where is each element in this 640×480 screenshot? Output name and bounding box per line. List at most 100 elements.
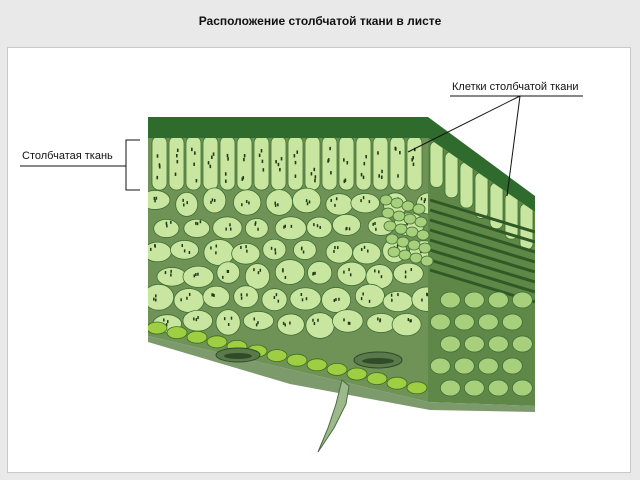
spongy-cell-side [463, 379, 485, 397]
spongy-cell [306, 216, 333, 239]
chloroplast [166, 320, 169, 324]
palisade-cut-stripe [429, 218, 535, 254]
chloroplast [390, 293, 393, 297]
chloroplast [423, 200, 426, 204]
spongy-cell [392, 262, 424, 285]
chloroplast [306, 202, 309, 206]
chloroplast [335, 298, 337, 302]
chloroplast [360, 297, 363, 301]
palisade-cell [168, 138, 185, 191]
spongy-cell [244, 263, 271, 290]
cells-side [429, 140, 535, 397]
chloroplast [375, 227, 377, 231]
chloroplast [193, 274, 196, 278]
chloroplast [211, 198, 214, 202]
spongy-cell [262, 238, 287, 261]
spongy-cell [183, 218, 211, 238]
chloroplast [150, 247, 152, 251]
chloroplast [225, 179, 227, 183]
spongy-cell [289, 287, 322, 311]
palisade-cell [253, 138, 270, 191]
chloroplast [241, 177, 244, 181]
spongy-cell-side [487, 291, 509, 309]
chloroplast [317, 318, 319, 322]
spongy-cell [148, 241, 172, 263]
chloroplast [410, 319, 412, 323]
chloroplast [365, 154, 367, 159]
chloroplast [394, 146, 397, 151]
chloroplast [413, 147, 416, 152]
chloroplast [360, 247, 363, 251]
chloroplast [210, 246, 212, 250]
chloroplast [241, 203, 243, 207]
chloroplast [197, 316, 199, 320]
chloroplast [170, 273, 172, 277]
chloroplast [165, 221, 168, 225]
spongy-cell-side [439, 379, 461, 397]
chloroplast [374, 269, 376, 273]
chloroplast [155, 294, 157, 298]
chloroplast [380, 275, 383, 279]
chloroplast [257, 227, 259, 231]
spongy-cell [274, 259, 306, 285]
chloroplast [155, 298, 157, 302]
chloroplast [248, 201, 250, 205]
chloroplast [314, 175, 317, 179]
chloroplast [294, 160, 297, 165]
epidermis-cell [186, 330, 208, 344]
chloroplast [330, 198, 332, 202]
chloroplast [334, 203, 336, 207]
spongy-cell [153, 218, 180, 238]
leaf-hair [317, 379, 350, 453]
chloroplast [243, 157, 245, 162]
chloroplast [279, 167, 281, 172]
chloroplast [343, 270, 345, 274]
chloroplast [225, 227, 227, 231]
chloroplast [253, 268, 255, 272]
chloroplast [183, 249, 186, 253]
palisade-cell-end [401, 200, 415, 212]
chloroplast [313, 223, 315, 227]
chloroplast [277, 203, 279, 207]
epidermis-cell [346, 367, 368, 381]
palisade-cell-side [474, 172, 489, 219]
palisade-cell [406, 138, 423, 191]
spongy-cell [332, 309, 364, 333]
palisade-cell-end [381, 207, 395, 219]
chloroplast [277, 162, 280, 167]
chloroplast [280, 157, 283, 161]
palisade-cell [236, 138, 253, 191]
spongy-cell [202, 285, 231, 309]
chloroplast [188, 250, 191, 254]
chloroplast [362, 292, 364, 296]
spongy-cell [233, 285, 259, 308]
chloroplast [275, 293, 278, 297]
palisade-cell-end [385, 233, 399, 245]
chloroplast [404, 275, 407, 279]
spongy-cell-side [453, 313, 475, 331]
chloroplast [283, 225, 285, 229]
chloroplast [348, 321, 351, 325]
chloroplast [301, 298, 304, 302]
palisade-cell-end [405, 226, 419, 238]
chloroplast [260, 149, 263, 153]
chloroplast [207, 161, 210, 165]
palisade-cell-end [379, 194, 393, 206]
chloroplast [242, 176, 245, 180]
chloroplast [391, 298, 393, 302]
chloroplast [227, 322, 230, 326]
palisade-cell-end [387, 246, 401, 258]
spongy-cell [276, 313, 305, 336]
chloroplast [174, 172, 177, 176]
chloroplast [334, 246, 336, 250]
chloroplast [424, 198, 426, 202]
spongy-cell [332, 213, 361, 236]
chloroplast [310, 172, 313, 176]
chloroplast [368, 299, 371, 303]
chloroplast [245, 199, 248, 203]
palisade-cell-end [416, 229, 430, 241]
chloroplast [282, 268, 284, 272]
chloroplast [186, 296, 188, 300]
chloroplast [164, 271, 167, 275]
chloroplast [176, 159, 179, 164]
